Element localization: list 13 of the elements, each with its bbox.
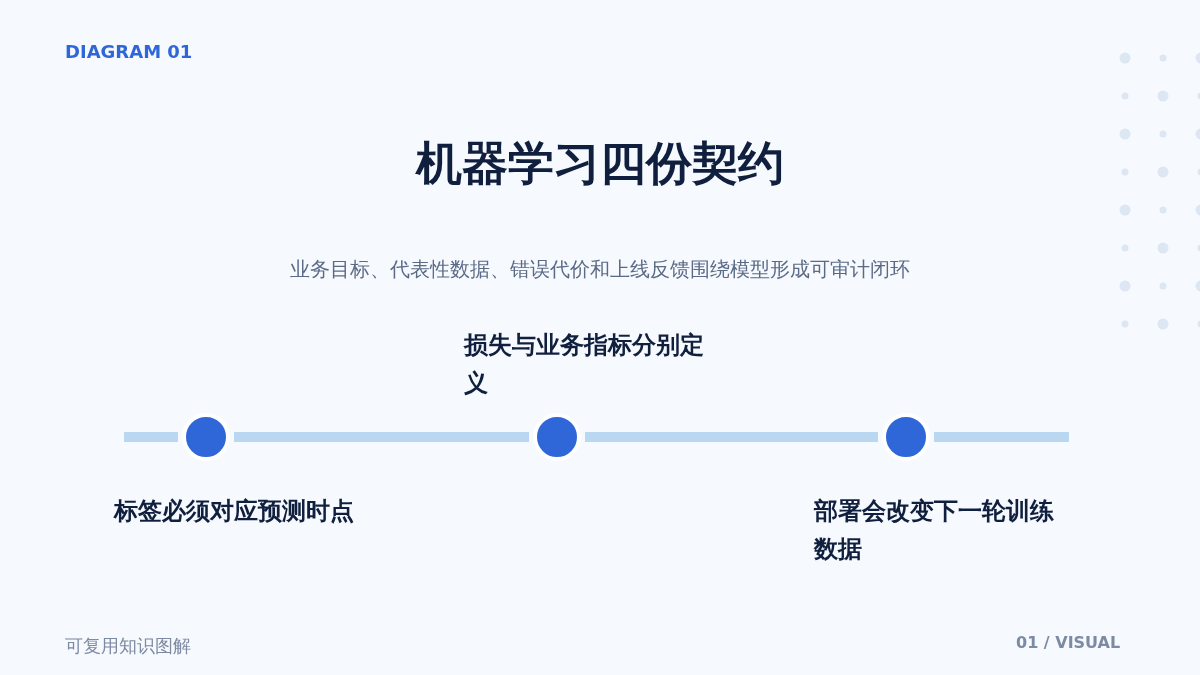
title: 机器学习四份契约: [414, 135, 785, 192]
milestone-text: 损失与业务指标分别定义: [464, 330, 705, 399]
milestone-text: 标签必须对应预测时点: [114, 496, 355, 527]
milestone-text: 部署会改变下一轮训练数据: [814, 496, 1055, 565]
footer-text: 可复用知识图解: [65, 634, 191, 658]
timeline-connector: [234, 432, 529, 442]
subtitle: 业务目标、代表性数据、错误代价和上线反馈围绕模型形成可审计闭环: [289, 256, 911, 283]
milestone-dot: [182, 413, 230, 461]
milestone-dot: [533, 413, 581, 461]
milestone-dot: [882, 413, 930, 461]
page-number: 01 / VISUAL: [1016, 633, 1121, 652]
timeline-connector: [585, 432, 878, 442]
diagram-number: DIAGRAM 01: [65, 41, 193, 62]
